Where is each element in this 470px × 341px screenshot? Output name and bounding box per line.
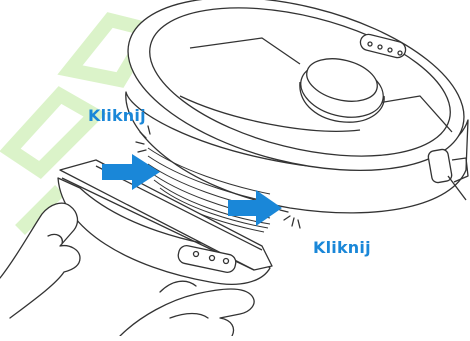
click-lines-bottom [280, 210, 300, 228]
click-label-top: Kliknij [88, 106, 146, 125]
click-label-bottom: Kliknij [313, 238, 371, 257]
